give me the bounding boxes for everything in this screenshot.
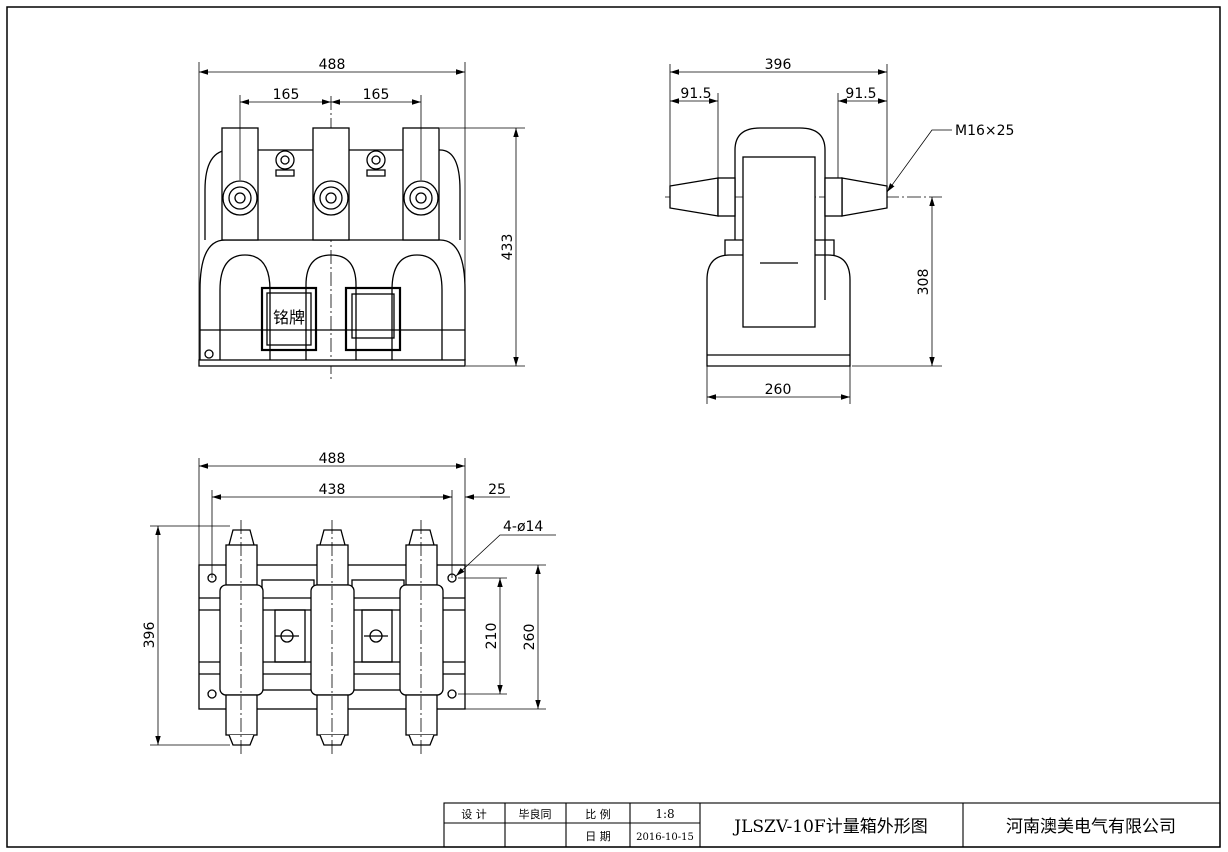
thread-callout: M16×25: [955, 123, 1014, 139]
side-width-dim: 396: [765, 57, 792, 73]
side-view: [665, 127, 942, 367]
top-width-dim: 488: [319, 451, 346, 467]
side-view-dimensions: [669, 64, 952, 404]
nameplate-label: 铭牌: [273, 308, 305, 327]
sheet-border: [6, 6, 1221, 848]
front-spacing-right-dim: 165: [363, 87, 390, 103]
scale-label: 比 例: [585, 807, 611, 821]
top-hole-depth-dim: 210: [484, 623, 500, 650]
hole-callout: 4-ø14: [503, 519, 543, 535]
top-hole-spacing-dim: 438: [319, 482, 346, 498]
side-right-offset-dim: 91.5: [845, 86, 876, 102]
top-view: [198, 520, 466, 755]
front-height-dim: 433: [500, 234, 516, 261]
side-base-width-dim: 260: [765, 382, 792, 398]
design-label: 设 计: [461, 808, 487, 821]
company-name: 河南澳美电气有限公司: [1006, 817, 1176, 837]
front-view-dimensions: [198, 62, 525, 367]
drawing-title: JLSZV-10F计量箱外形图: [732, 817, 927, 837]
top-depth-dim: 396: [142, 622, 158, 649]
top-base-depth-dim: 260: [522, 624, 538, 651]
top-view-dimensions: [150, 458, 556, 746]
date-value: 2016-10-15: [636, 832, 694, 843]
side-height-dim: 308: [916, 269, 932, 296]
designer-name: 毕良同: [519, 807, 552, 821]
side-left-offset-dim: 91.5: [680, 86, 711, 102]
front-width-dim: 488: [319, 57, 346, 73]
date-label: 日 期: [585, 830, 611, 843]
title-block: [443, 802, 1221, 848]
top-edge-offset-dim: 25: [488, 482, 506, 498]
scale-value: 1:8: [655, 807, 674, 821]
front-view: [198, 96, 466, 382]
front-spacing-left-dim: 165: [273, 87, 300, 103]
